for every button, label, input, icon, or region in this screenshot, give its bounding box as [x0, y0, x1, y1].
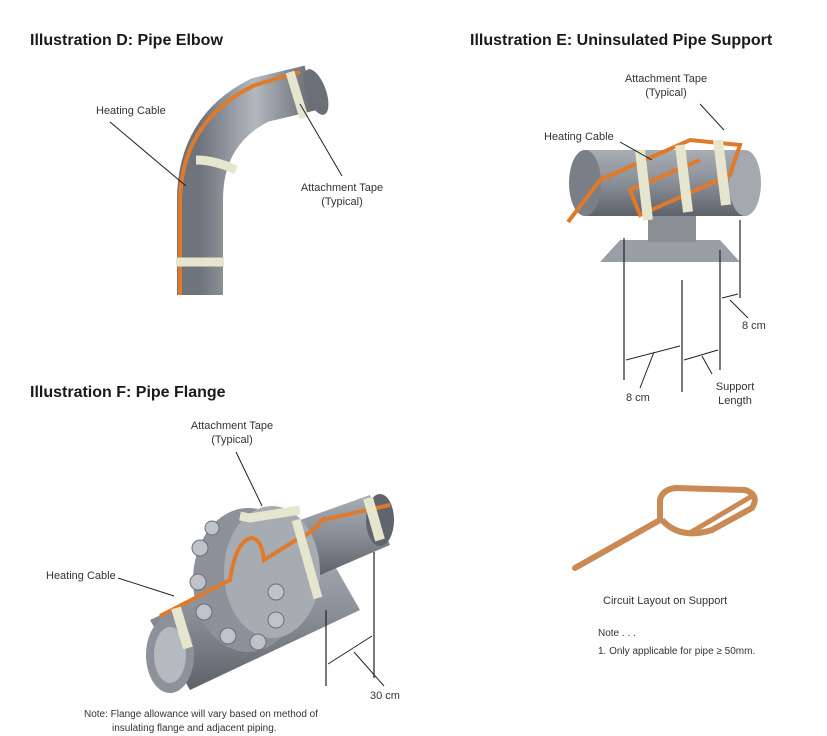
flange-tape-label: Attachment Tape (Typical): [176, 419, 288, 447]
circuit-layout-caption: Circuit Layout on Support: [603, 595, 728, 607]
circuit-note-title: Note . . .: [598, 628, 636, 639]
support-length-label: Support Length: [700, 380, 770, 408]
circuit-layout-graphic: [572, 484, 758, 571]
support-dim-8cm-right: 8 cm: [742, 320, 766, 332]
support-length-line2: Length: [718, 395, 752, 407]
pipe-support-graphic: [566, 103, 761, 392]
title-illustration-e: Illustration E: Uninsulated Pipe Support: [470, 32, 773, 49]
support-tape-line2: (Typical): [645, 87, 687, 99]
title-illustration-d: Illustration D: Pipe Elbow: [30, 32, 223, 49]
flange-tape-line2: (Typical): [211, 434, 253, 446]
flange-dim-30cm: 30 cm: [370, 690, 400, 702]
flange-note-line2: insulating flange and adjacent piping.: [112, 723, 277, 734]
flange-note: Note: Flange allowance will vary based o…: [84, 708, 318, 736]
flange-heating-cable-label: Heating Cable: [46, 570, 116, 582]
flange-tape-line1: Attachment Tape: [190, 420, 274, 432]
circuit-note-item: 1. Only applicable for pipe ≥ 50mm.: [598, 646, 756, 657]
support-dim-8cm-left: 8 cm: [626, 392, 650, 404]
elbow-tape-line1: Attachment Tape: [300, 182, 384, 194]
flange-note-line1: Note: Flange allowance will vary based o…: [84, 709, 319, 720]
support-tape-line1: Attachment Tape: [624, 73, 708, 85]
pipe-flange-graphic: [117, 451, 394, 693]
pipe-elbow-graphic: [109, 65, 343, 295]
elbow-heating-cable-label: Heating Cable: [96, 105, 166, 117]
support-tape-label: Attachment Tape (Typical): [610, 72, 722, 100]
title-illustration-f: Illustration F: Pipe Flange: [30, 384, 226, 401]
elbow-tape-label: Attachment Tape (Typical): [286, 181, 398, 209]
elbow-tape-line2: (Typical): [321, 196, 363, 208]
support-heating-cable-label: Heating Cable: [544, 131, 614, 143]
support-length-line1: Support: [715, 381, 755, 393]
